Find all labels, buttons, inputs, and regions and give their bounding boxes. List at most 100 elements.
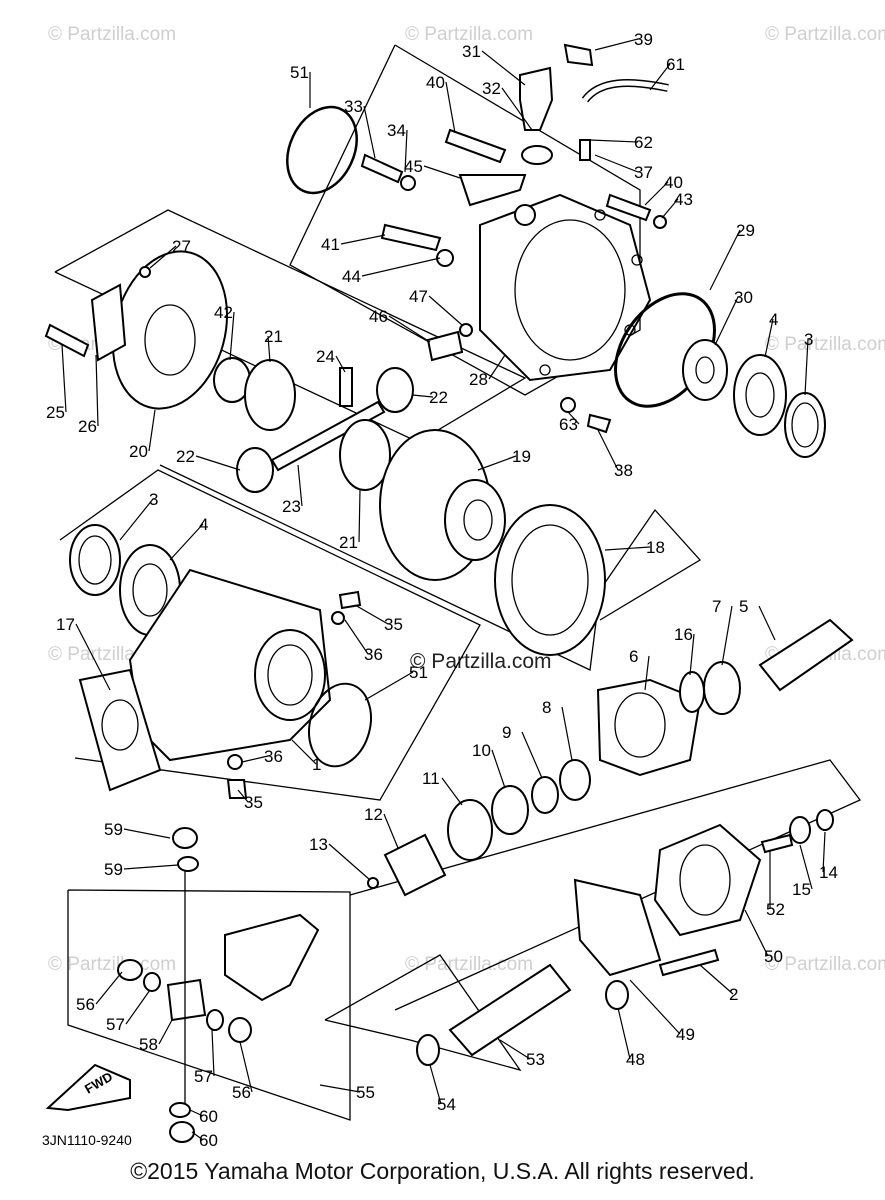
callout-35: 35 xyxy=(354,604,403,634)
leader-line xyxy=(388,315,431,343)
callout-17: 17 xyxy=(56,615,111,691)
callout-1: 1 xyxy=(291,739,321,774)
watermark-right-lower: © Partzilla.com xyxy=(765,954,885,975)
leader-line xyxy=(267,335,271,363)
callout-label: 26 xyxy=(78,417,97,436)
leader-line xyxy=(125,989,151,1025)
callout-label: 28 xyxy=(469,370,488,389)
plug-35-upper xyxy=(338,590,362,610)
ring-gear-group-outline xyxy=(54,209,527,443)
callout-20: 20 xyxy=(129,409,156,461)
leader-line xyxy=(644,655,650,691)
callout-label: 48 xyxy=(626,1050,645,1069)
bearing-56-left xyxy=(117,959,143,981)
leader-line xyxy=(404,129,408,173)
callout-2: 2 xyxy=(699,964,738,1004)
circlip-57-left xyxy=(143,972,161,992)
leader-line xyxy=(169,523,204,561)
callout-label: 49 xyxy=(676,1025,695,1044)
callout-layer: 1233445678910111213141516171819202121222… xyxy=(46,30,838,1150)
callout-51: 51 xyxy=(290,63,311,108)
callout-39: 39 xyxy=(594,30,653,51)
callout-31: 31 xyxy=(462,42,526,86)
callout-label: 13 xyxy=(309,835,328,854)
washer-44 xyxy=(436,249,454,267)
callout-44: 44 xyxy=(342,257,441,286)
leader-line xyxy=(241,755,269,763)
leader-line xyxy=(491,749,506,789)
callout-47: 47 xyxy=(409,287,463,326)
drive-shaft-53 xyxy=(448,963,572,1057)
leader-line xyxy=(335,355,346,373)
nut-15 xyxy=(789,816,811,844)
callout-62: 62 xyxy=(589,133,653,152)
callout-60: 60 xyxy=(189,1107,218,1126)
copyright-notice: ©2015 Yamaha Motor Corporation, U.S.A. A… xyxy=(130,1158,755,1184)
leader-line xyxy=(501,87,533,131)
nut-48 xyxy=(605,980,629,1010)
callout-11: 11 xyxy=(422,769,463,806)
leader-line xyxy=(521,731,543,779)
gear-case-bore-inner xyxy=(267,644,313,706)
callout-label: 21 xyxy=(264,327,283,346)
callout-label: 54 xyxy=(437,1095,456,1114)
bolt-40-right xyxy=(605,193,652,222)
callout-28: 28 xyxy=(469,354,506,389)
breather-union xyxy=(519,66,554,131)
callout-label: 57 xyxy=(106,1015,125,1034)
gasket-36-upper xyxy=(331,611,345,625)
callout-8: 8 xyxy=(542,698,573,761)
callout-label: 45 xyxy=(404,157,423,176)
leader-line xyxy=(61,344,67,413)
o-ring-51-lower xyxy=(308,682,372,768)
callout-label: 14 xyxy=(819,863,838,882)
breather-hose-inner xyxy=(583,80,669,102)
callout-33: 33 xyxy=(344,97,376,159)
circlip-60-bottom xyxy=(169,1102,191,1118)
leader-line xyxy=(799,844,813,890)
callout-label: 36 xyxy=(264,747,283,766)
pinion-22-upper xyxy=(376,367,414,413)
drive-shaft-group-outline xyxy=(324,954,522,1072)
bearing-housing-bore xyxy=(144,304,196,376)
leader-line xyxy=(822,831,826,873)
pin-27 xyxy=(139,266,151,278)
callout-53: 53 xyxy=(499,1039,545,1069)
leader-line xyxy=(617,1007,631,1060)
pinion-shaft-5 xyxy=(758,618,854,692)
leader-line xyxy=(411,394,434,398)
watermark-right-upper: © Partzilla.com xyxy=(765,334,885,355)
callout-54: 54 xyxy=(429,1064,456,1114)
leader-line xyxy=(589,139,639,143)
callout-label: 42 xyxy=(214,303,233,322)
callout-59: 59 xyxy=(104,820,171,839)
callout-label: 53 xyxy=(526,1050,545,1069)
drain-bolt-46 xyxy=(426,330,464,362)
leader-line xyxy=(75,623,111,691)
coupling-gear xyxy=(682,339,728,401)
callout-label: 3 xyxy=(149,490,158,509)
callout-14: 14 xyxy=(819,831,838,882)
bearing-10 xyxy=(491,785,529,835)
circlip-60-top xyxy=(177,856,199,872)
leader-line xyxy=(597,429,619,471)
leader-line xyxy=(429,1064,442,1105)
leader-line xyxy=(567,411,580,425)
callout-3: 3 xyxy=(119,490,158,541)
fwd-arrow xyxy=(45,1063,131,1112)
callout-label: 63 xyxy=(559,415,578,434)
leader-line xyxy=(689,633,695,676)
callout-30: 30 xyxy=(714,288,753,346)
leader-line xyxy=(804,338,809,396)
callout-label: 59 xyxy=(104,860,123,879)
leader-line xyxy=(354,604,389,625)
leader-line xyxy=(561,706,573,761)
callout-label: 18 xyxy=(646,538,665,557)
bolt-25 xyxy=(44,323,90,358)
spring-9 xyxy=(531,776,559,814)
parts: FWD xyxy=(44,43,854,1143)
callout-label: 1 xyxy=(312,755,321,774)
callout-label: 33 xyxy=(344,97,363,116)
bearing-4-lower-race xyxy=(132,563,168,617)
